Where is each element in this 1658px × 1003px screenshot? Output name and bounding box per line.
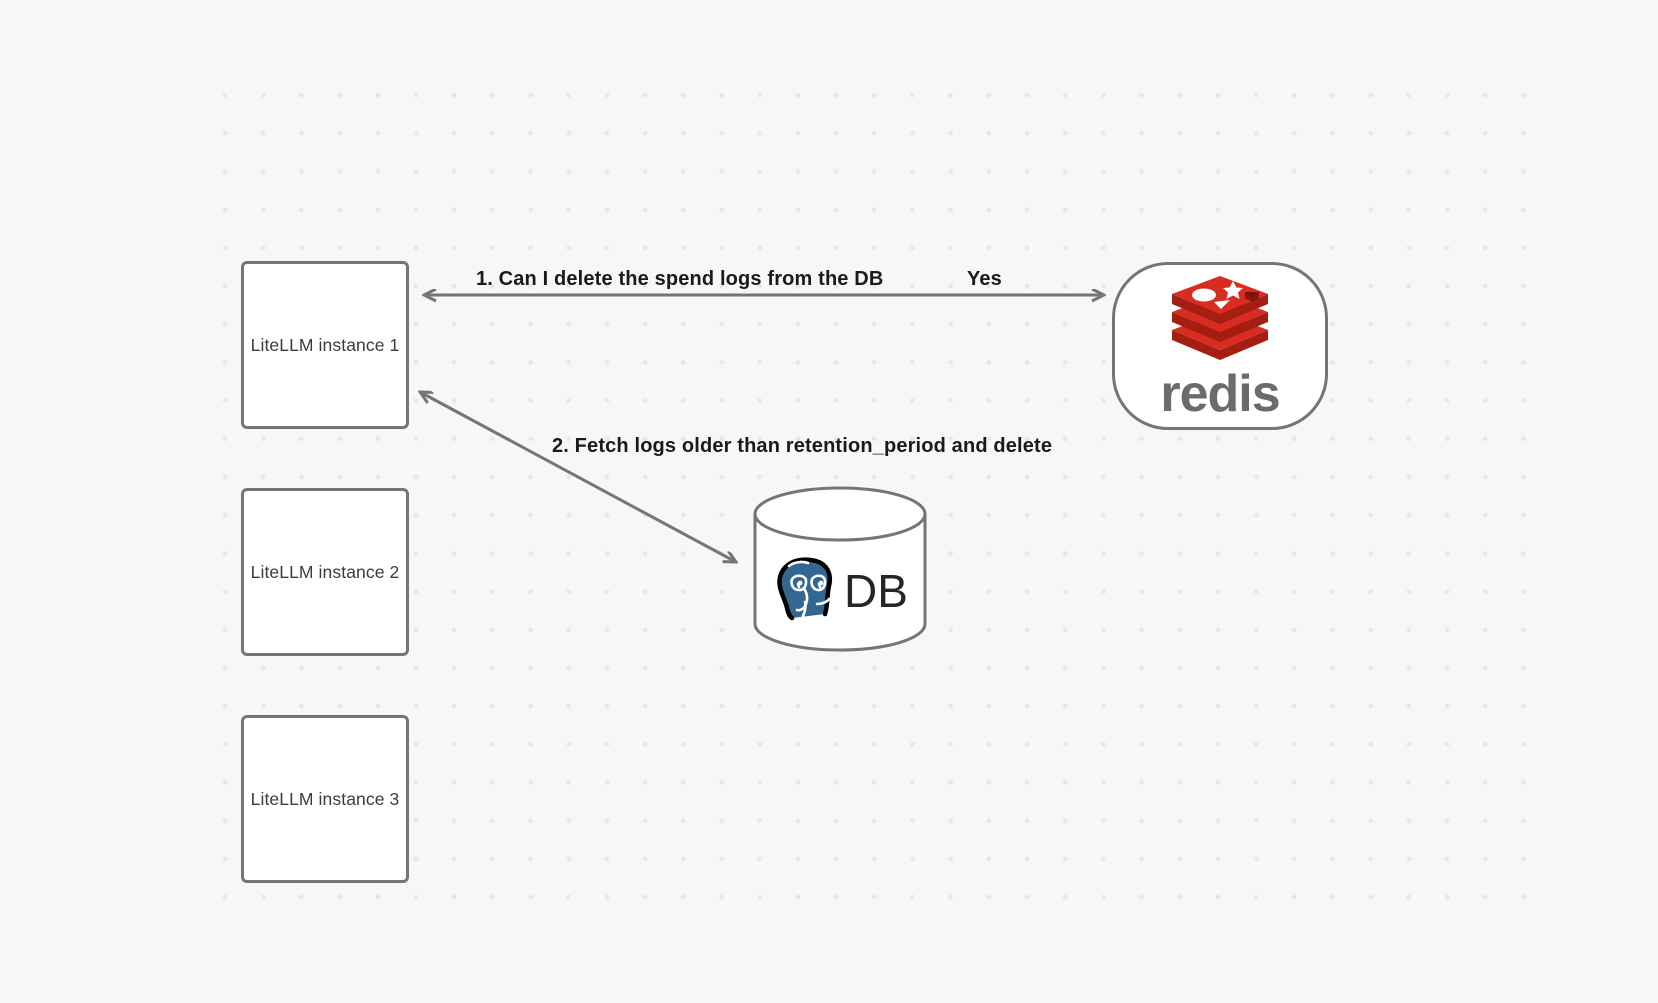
redis-logo-icon — [1167, 272, 1273, 364]
edge-label-1-response: Yes — [967, 268, 1002, 290]
edge-label-2: 2. Fetch logs older than retention_perio… — [552, 435, 1053, 457]
node-label-litellm-2: LiteLLM instance 2 — [250, 561, 400, 582]
node-label-litellm-3: LiteLLM instance 3 — [250, 788, 400, 809]
node-litellm-instance-2[interactable]: LiteLLM instance 2 — [241, 488, 409, 656]
node-label-litellm-1: LiteLLM instance 1 — [250, 334, 400, 355]
db-node-content[interactable]: DB — [760, 552, 920, 630]
node-litellm-instance-3[interactable]: LiteLLM instance 3 — [241, 715, 409, 883]
node-redis[interactable]: redis — [1112, 262, 1328, 430]
db-label: DB — [844, 565, 908, 617]
edge-label-1: 1. Can I delete the spend logs from the … — [476, 268, 884, 290]
node-litellm-instance-1[interactable]: LiteLLM instance 1 — [241, 261, 409, 429]
edge-litellm1-db — [420, 392, 736, 562]
redis-wordmark: redis — [1160, 365, 1280, 423]
postgresql-elephant-icon — [772, 554, 844, 628]
